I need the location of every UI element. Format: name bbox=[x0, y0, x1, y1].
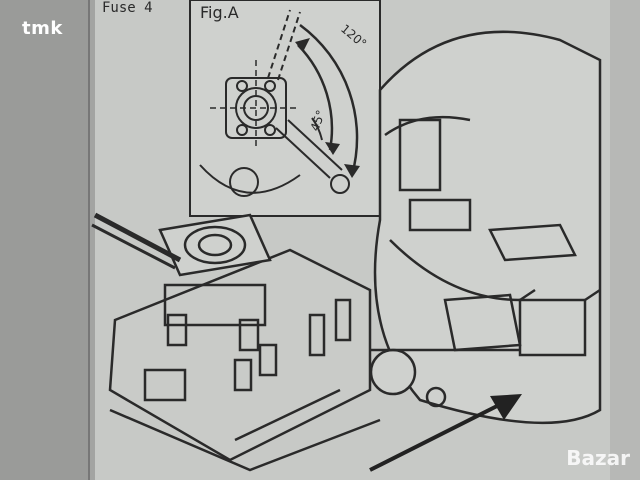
chuck-jaw-3 bbox=[488, 223, 577, 262]
fig-a-arc-arrow-2 bbox=[325, 142, 340, 155]
direction-arrow-head bbox=[490, 394, 522, 420]
watermark-bazar: Bazar bbox=[566, 446, 630, 470]
direction-arrow-shaft bbox=[369, 400, 506, 472]
fig-a-arc-arrow-3 bbox=[295, 38, 310, 52]
tool-block bbox=[518, 298, 587, 357]
paper-left-strip bbox=[0, 0, 88, 480]
label-fig-a: Fig.A bbox=[200, 3, 239, 22]
slide-block-1 bbox=[143, 368, 187, 402]
dial-knob bbox=[425, 386, 447, 408]
label-fuse: Fuse 4 bbox=[102, 0, 153, 16]
fig-a-handle-knob bbox=[330, 174, 350, 194]
watermark-tmk: tmk bbox=[22, 18, 63, 39]
fig-a-arc-arrow-1 bbox=[344, 164, 360, 178]
toolpost-clamp bbox=[158, 213, 272, 277]
fig-a-drawing bbox=[199, 9, 359, 197]
toolpost-nut bbox=[183, 225, 247, 265]
work-holder bbox=[443, 293, 522, 352]
dial-indicator bbox=[369, 348, 417, 396]
fig-a-round-element bbox=[229, 167, 259, 197]
chuck-body bbox=[373, 30, 602, 425]
page-right-edge bbox=[610, 0, 640, 480]
angle-45-label: 45° bbox=[308, 108, 328, 133]
chuck-jaw-2 bbox=[408, 198, 472, 232]
toolpost-ring bbox=[163, 283, 267, 327]
chuck-jaw-1 bbox=[398, 118, 442, 192]
main-drawing bbox=[91, 30, 602, 472]
